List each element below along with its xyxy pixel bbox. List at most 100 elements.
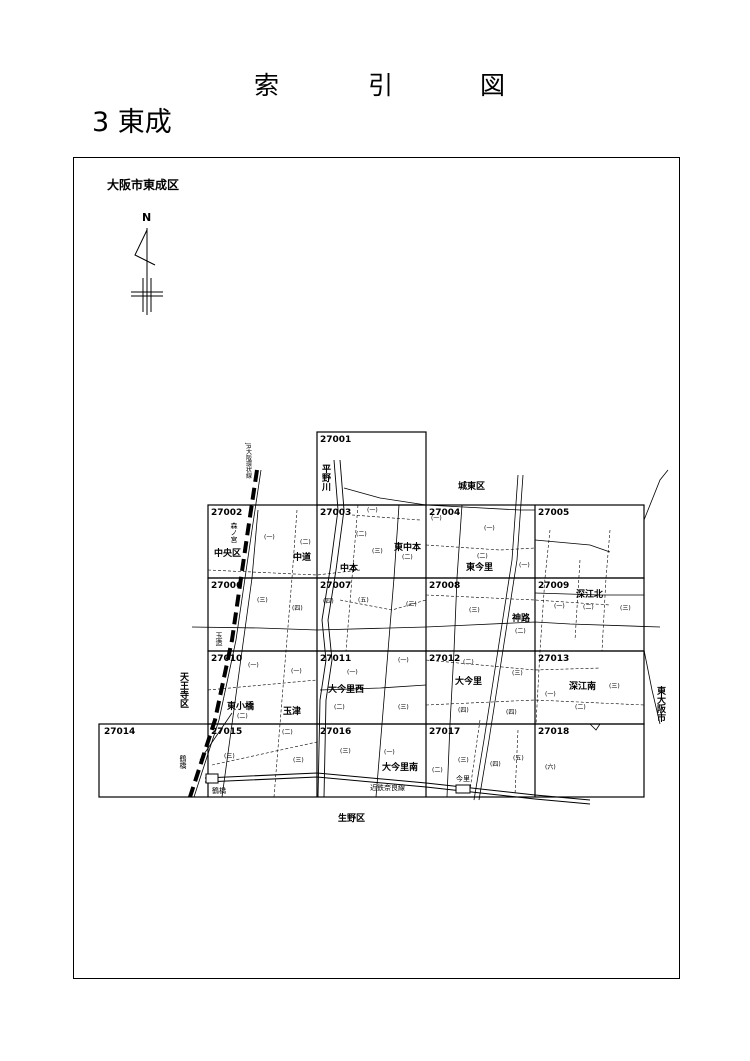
sheet-code: 27014: [104, 727, 135, 737]
chome-label: (六): [545, 763, 556, 771]
north-arrow-icon: N: [131, 211, 163, 315]
sheet-code: 27007: [320, 581, 351, 591]
neighbor-label: 城東区: [458, 480, 485, 492]
chome-label: (二): [432, 767, 443, 774]
chome-label: (二): [282, 729, 293, 736]
chome-label: (一): [291, 668, 302, 675]
town-label: 中道: [293, 551, 311, 563]
station-label: 今里: [456, 774, 470, 783]
chome-label: (一): [545, 691, 556, 698]
rail-label: 近鉄奈良線: [370, 783, 405, 792]
town-label: 大今里: [455, 675, 482, 687]
chome-label: (四): [458, 707, 469, 714]
neighbor-label: 天王寺区: [178, 672, 189, 708]
map-frame: [73, 157, 680, 979]
sheet-code: 27001: [320, 435, 351, 445]
chome-label: (一): [347, 669, 358, 676]
chome-label: (三): [609, 683, 620, 690]
sheet-code: 27017: [429, 727, 460, 737]
sheet-code: 27010: [211, 654, 242, 664]
district-title: 大阪市東成区: [107, 177, 179, 192]
chome-label: (三): [293, 757, 304, 764]
chome-label: (一): [248, 662, 259, 669]
town-label: 中本: [340, 562, 359, 574]
rail-labels: JR大阪環状線 近鉄奈良線 森ノ宮 玉造 鶴橋 鶴橋 今里: [179, 442, 470, 795]
sheet-code: 27011: [320, 654, 351, 664]
sheet-code: 27006: [211, 581, 242, 591]
station-label: 鶴橋: [212, 786, 226, 795]
sheet-code: 27005: [538, 508, 569, 518]
chome-label: (一): [431, 515, 442, 522]
town-label: 深江南: [569, 680, 596, 692]
rail-label: JR大阪環状線: [245, 442, 252, 479]
chome-label: (二): [477, 553, 488, 560]
chome-label: (五): [358, 597, 369, 604]
sheet-code: 27008: [429, 581, 460, 591]
north-label: N: [142, 211, 151, 224]
chome-label: (三): [257, 597, 268, 604]
chome-label: (三): [406, 601, 417, 608]
chome-label: (二): [402, 554, 413, 561]
station-label: 鶴橋: [179, 754, 187, 770]
chome-label: (二): [237, 713, 248, 720]
town-label: 神路: [512, 612, 531, 624]
index-map-title: 索 引 図: [0, 66, 750, 100]
sheet-code: 27015: [211, 727, 242, 737]
sheet-code: 27009: [538, 581, 569, 591]
chome-label: (三): [620, 605, 631, 612]
chome-label: (一): [264, 534, 275, 541]
hirano-river: [317, 459, 345, 798]
town-label: 大今里南: [382, 761, 418, 773]
chome-label: (一): [519, 562, 530, 569]
chome-label: (二): [356, 531, 367, 538]
ward-boundaries: [191, 469, 669, 798]
sheet-code: 27003: [320, 508, 351, 518]
chome-label: (三): [469, 607, 480, 614]
ward-subtitle: 3 東成: [92, 107, 172, 138]
sheet-code: 27004: [429, 508, 460, 518]
title-char-3: 図: [480, 71, 506, 100]
station-label: 玉造: [215, 632, 223, 647]
rail-lines: [473, 474, 524, 801]
kintetsu-line: [204, 772, 591, 805]
minor-streets: [207, 504, 645, 798]
sheet-codes: 27001 27002 27003 27004 27005 27006 2700…: [104, 435, 569, 737]
chome-label: (二): [583, 604, 594, 611]
sheet-code: 27012: [429, 654, 460, 664]
title-char-2: 引: [368, 71, 394, 100]
chome-label: (四): [292, 605, 303, 612]
town-label: 東小橋: [227, 700, 255, 712]
chome-label: (四): [506, 709, 517, 716]
chome-numbers: (一) (一) (二) (二) (三) (二) (一) (一) (二) (一) …: [224, 507, 631, 774]
sheet-grid: [98, 431, 645, 798]
river-label: 平野川: [320, 464, 332, 492]
station-label: 森ノ宮: [230, 521, 238, 544]
sheet-code: 27002: [211, 508, 242, 518]
neighbor-label: 生野区: [338, 812, 365, 824]
town-label: 大今里西: [328, 683, 364, 695]
chome-label: (三): [224, 753, 235, 760]
title-char-1: 索: [254, 71, 280, 100]
chome-label: (一): [554, 603, 565, 610]
chome-label: (四): [323, 598, 334, 605]
jr-loop-line: [188, 469, 262, 798]
town-label: 東今里: [466, 561, 493, 573]
chome-label: (三): [398, 704, 409, 711]
town-label: 中央区: [214, 547, 241, 559]
neighbor-areas: 城東区 生野区 天王寺区 東大阪市 平野川: [178, 464, 666, 824]
chome-label: (一): [384, 749, 395, 756]
sheet-code: 27018: [538, 727, 569, 737]
chome-label: (五): [513, 755, 524, 762]
chome-label: (一): [398, 657, 409, 664]
chome-label: (二): [463, 659, 474, 666]
town-label: 東中本: [394, 541, 422, 553]
sheet-code: 27013: [538, 654, 569, 664]
chome-label: (三): [512, 670, 523, 677]
chome-label: (二): [334, 704, 345, 711]
chome-label: (一): [367, 507, 378, 514]
chome-label: (四): [490, 761, 501, 768]
chome-label: (二): [575, 704, 586, 711]
town-label: 深江北: [576, 588, 603, 600]
town-label: 玉津: [283, 705, 301, 717]
